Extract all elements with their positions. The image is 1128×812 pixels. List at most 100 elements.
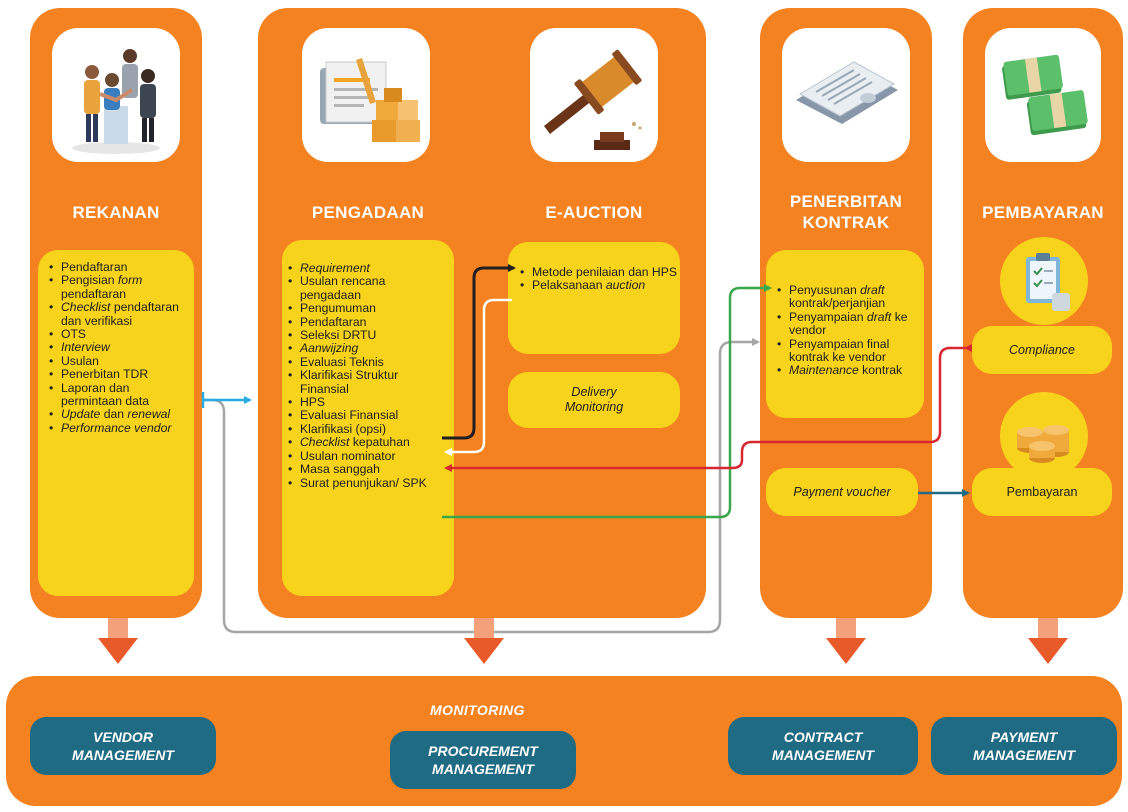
list-item-text: Aanwijzing (300, 341, 359, 356)
list-item-text: Evaluasi Finansial (300, 408, 399, 423)
list-item: Klarifikasi (opsi) (287, 422, 447, 437)
pembayaran-title: PEMBAYARAN (982, 203, 1104, 222)
eauction-title: E-AUCTION (545, 203, 643, 222)
contract-management-line2: MANAGEMENT (772, 747, 874, 763)
kontrak-title-line2: KONTRAK (802, 213, 890, 232)
list-item-text: Performance vendor (61, 420, 172, 435)
payment-management-line2: MANAGEMENT (973, 747, 1075, 763)
list-item-text: Masa sanggah (300, 462, 380, 477)
list-item: Usulan rencana pengadaan (287, 275, 447, 302)
list-item-text: kontrak/perjanjian (789, 296, 886, 311)
down-arrow-kontrak (826, 618, 866, 664)
list-item-text: Usulan rencana pengadaan (300, 274, 386, 302)
list-item-text: Seleksi DRTU (300, 328, 377, 343)
list-item: Pendaftaran (48, 260, 193, 275)
procurement-documents-icon (302, 28, 430, 162)
list-item-text: Pengumuman (300, 301, 376, 316)
list-item-text: Interview (61, 340, 110, 355)
list-item: Surat penunjukan/ SPK (287, 475, 447, 491)
list-item: Interview (48, 340, 193, 356)
red-connector (444, 344, 972, 472)
list-item: Seleksi DRTU (287, 328, 447, 343)
list-item: Evaluasi Teknis (287, 354, 447, 370)
list-item: Masa sanggah (287, 462, 447, 477)
list-item-text: Usulan (61, 353, 99, 368)
list-item-text: dan (100, 407, 128, 422)
list-item: Requirement (287, 261, 447, 276)
list-item: Performance vendor (48, 420, 193, 436)
auction-gavel-icon (530, 28, 658, 162)
payment-voucher-pill: Payment voucher (766, 468, 918, 516)
list-item: Checklist pendaftaran dan verifikasi (48, 300, 193, 328)
rekanan-panel: PendaftaranPengisian form pendaftaranChe… (38, 250, 194, 596)
kontrak-title-line1: PENERBITAN (789, 192, 903, 211)
list-item: Penerbitan TDR (48, 367, 193, 383)
eauction-panel: Metode penilaian dan HPSPelaksanaan auct… (508, 242, 680, 354)
list-item: Usulan nominator (287, 448, 447, 464)
list-item: Pendaftaran (287, 314, 447, 330)
coins-icon (1000, 392, 1088, 480)
white-connector (444, 298, 512, 456)
list-item-text: HPS (300, 395, 326, 410)
pengadaan-panel: RequirementUsulan rencana pengadaanPengu… (282, 240, 454, 596)
monitoring-label: MONITORING (430, 702, 525, 718)
pengadaan-title: PENGADAAN (311, 203, 425, 222)
list-item-text: draft (866, 309, 892, 324)
pengadaan-list: RequirementUsulan rencana pengadaanPengu… (287, 261, 447, 491)
list-item-text: Checklist (300, 435, 350, 450)
list-item-text: ke vendor (789, 309, 908, 338)
list-item-text: Klarifikasi Struktur Finansial (300, 368, 399, 396)
eauction-list: Metode penilaian dan HPSPelaksanaan auct… (519, 265, 677, 294)
list-item-text: draft (860, 283, 885, 297)
clipboard-check-icon (1000, 237, 1088, 325)
list-item-text: Metode penilaian dan HPS (532, 265, 677, 279)
list-item-text: Penerbitan TDR (61, 367, 149, 382)
down-arrow-pengadaan (464, 618, 504, 664)
list-item-text: Evaluasi Teknis (300, 354, 384, 369)
list-item: Usulan (48, 353, 193, 369)
list-item: Laporan dan permintaan data (48, 380, 193, 409)
gray-connector (203, 338, 760, 634)
down-arrows (98, 618, 1068, 664)
payment-management-line1: PAYMENT (990, 729, 1058, 745)
list-item-text: Update (61, 407, 101, 422)
list-item-text: pendaftaran dan verifikasi (61, 300, 179, 328)
list-item: Aanwijzing (287, 341, 447, 357)
list-item: OTS (48, 327, 193, 342)
list-item-text: Surat penunjukan/ SPK (300, 475, 427, 490)
team-handshake-icon (52, 28, 180, 162)
black-connector (442, 264, 516, 440)
list-item: Pelaksanaan auction (519, 278, 677, 294)
list-item-text: renewal (127, 407, 171, 422)
list-item: HPS (287, 395, 447, 410)
list-item-text: Pengisian (61, 273, 118, 288)
list-item-text: Laporan dan permintaan data (61, 380, 150, 409)
list-item-text: Pendaftaran (61, 260, 128, 274)
list-item: Metode penilaian dan HPS (519, 265, 677, 280)
compliance-pill: Compliance (972, 326, 1112, 374)
vendor-management-line1: VENDOR (93, 729, 153, 745)
list-item-text: Pendaftaran (300, 314, 367, 329)
list-item-text: pendaftaran (61, 286, 127, 301)
contract-document-icon (782, 28, 910, 162)
list-item: Penyusunan draft kontrak/perjanjian (776, 283, 922, 311)
list-item: Evaluasi Finansial (287, 408, 447, 424)
down-arrow-rekanan (98, 618, 138, 664)
list-item: Pengisian form pendaftaran (48, 274, 193, 301)
down-arrow-pembayaran (1028, 618, 1068, 664)
kontrak-title: PENERBITAN KONTRAK (760, 191, 932, 233)
list-item-text: Pelaksanaan (532, 278, 606, 293)
rekanan-list: PendaftaranPengisian form pendaftaranChe… (48, 260, 193, 436)
list-item-text: Penyusunan (789, 283, 861, 297)
list-item-text: OTS (61, 327, 87, 342)
list-item: Pengumuman (287, 301, 447, 317)
list-item: Klarifikasi Struktur Finansial (287, 368, 447, 396)
list-item: Checklist kepatuhan (287, 435, 447, 451)
list-item: Update dan renewal (48, 407, 193, 423)
list-item-text: Usulan nominator (300, 448, 396, 463)
procurement-management-line1: PROCUREMENT (428, 743, 538, 759)
list-item-text: kepatuhan (349, 435, 410, 450)
